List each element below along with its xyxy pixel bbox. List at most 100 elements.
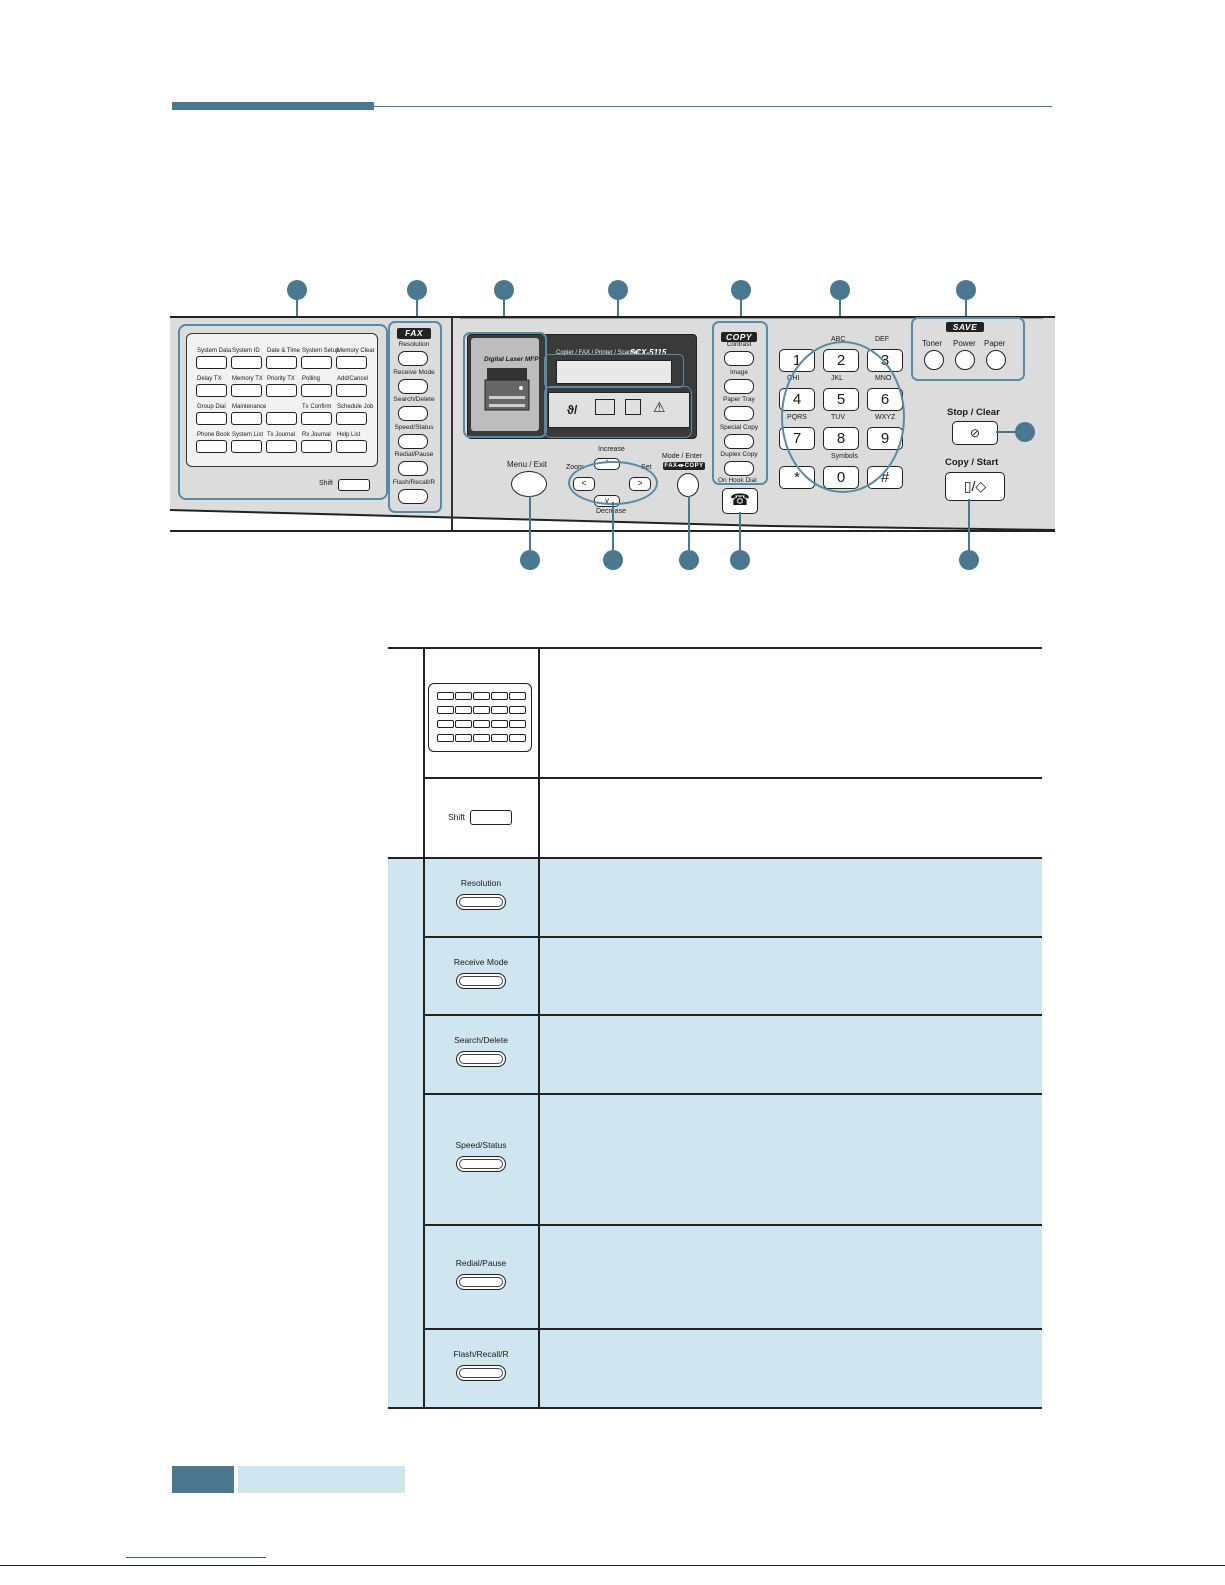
one-touch-label: Delay TX	[197, 376, 222, 382]
one-touch-button[interactable]	[196, 384, 227, 397]
callout-one-touch	[287, 280, 307, 300]
one-touch-button[interactable]	[336, 356, 367, 369]
mini-key	[455, 734, 472, 742]
lcd-screen-frame	[544, 354, 684, 388]
callout-mode-enter	[679, 550, 699, 570]
one-touch-button[interactable]	[266, 440, 297, 453]
fax-2-button[interactable]	[398, 406, 428, 421]
on-hook-dial-button[interactable]: ☎	[722, 488, 758, 514]
stop-clear-label: Stop / Clear	[947, 407, 1000, 418]
callout-leader	[739, 512, 741, 550]
table-line	[423, 1224, 1042, 1226]
table-button-label: Speed/Status	[455, 1140, 507, 1150]
one-touch-button[interactable]	[231, 356, 262, 369]
table-button-label: Resolution	[460, 878, 502, 888]
save-2-button[interactable]	[986, 350, 1006, 370]
one-touch-label: System List	[232, 432, 264, 438]
mini-key	[455, 720, 472, 728]
save-badge: SAVE	[946, 322, 984, 332]
copy-start-button[interactable]: ▯/◇	[945, 472, 1005, 501]
copy-frame	[712, 321, 768, 485]
copy-1-button[interactable]	[724, 378, 754, 394]
mini-key	[491, 692, 508, 700]
copy-start-label: Copy / Start	[945, 457, 999, 468]
on-hook-label: On Hook Dial	[718, 477, 757, 484]
one-touch-button[interactable]	[266, 412, 297, 425]
stop-clear-button[interactable]: ⊘	[952, 421, 998, 445]
fax-0-button[interactable]	[398, 351, 428, 366]
table-fax-button	[456, 972, 506, 989]
status-icons-frame	[544, 386, 692, 438]
header-rule-thick	[172, 102, 374, 110]
copy-badge: COPY	[721, 332, 757, 342]
copy-2-button[interactable]	[724, 406, 754, 421]
fax-button-label: Redial/Pause	[394, 451, 434, 458]
copy-button-label: Contrast	[726, 341, 752, 348]
mini-key	[509, 734, 526, 742]
mini-key	[455, 706, 472, 714]
mini-key	[437, 706, 454, 714]
key-letters-label: ABC	[831, 336, 846, 343]
one-touch-button[interactable]	[301, 384, 332, 397]
one-touch-button[interactable]	[231, 384, 262, 397]
table-shift-button	[470, 810, 512, 825]
save-1-button[interactable]	[955, 350, 975, 370]
mode-enter-button[interactable]	[677, 473, 699, 497]
one-touch-button[interactable]	[301, 356, 332, 369]
one-touch-label: Phone Book	[197, 432, 230, 438]
mini-key	[509, 692, 526, 700]
decrease-label: Decrease	[596, 508, 626, 515]
fax-5-button[interactable]	[398, 488, 428, 504]
callout-on-hook	[730, 550, 750, 570]
zoom-label: Zoom	[566, 464, 584, 471]
menu-exit-button[interactable]	[511, 471, 547, 497]
one-touch-button[interactable]	[301, 440, 332, 453]
callout-fax	[407, 280, 427, 300]
copy-0-button[interactable]	[724, 351, 754, 366]
mini-key	[491, 720, 508, 728]
fax-3-button[interactable]	[398, 433, 428, 449]
callout-leader	[688, 496, 690, 550]
one-touch-button[interactable]	[336, 412, 367, 425]
one-touch-button[interactable]	[196, 440, 227, 453]
one-touch-button[interactable]	[336, 440, 367, 453]
one-touch-label: Priority TX	[267, 376, 295, 382]
fax-frame	[388, 321, 442, 513]
one-touch-label: Tx Journal	[267, 432, 296, 438]
callout-stop-clear	[1015, 422, 1035, 442]
one-touch-button[interactable]	[266, 356, 297, 369]
one-touch-button[interactable]	[196, 356, 227, 369]
keypad-frame	[781, 341, 905, 493]
one-touch-button[interactable]	[231, 440, 262, 453]
panel-inner-line	[460, 318, 1043, 321]
warning-icon: ⚠	[653, 399, 666, 415]
lcd-screen	[556, 360, 672, 384]
mini-key	[491, 734, 508, 742]
save-button-label: Paper	[984, 339, 1006, 348]
callout-leader	[965, 300, 967, 318]
one-touch-button[interactable]	[266, 384, 297, 397]
fax-4-button[interactable]	[398, 461, 428, 476]
callout-keypad	[830, 280, 850, 300]
one-touch-button[interactable]	[196, 412, 227, 425]
table-line	[388, 647, 1042, 649]
one-touch-button[interactable]	[231, 412, 262, 425]
save-0-button[interactable]	[924, 350, 944, 370]
table-line	[423, 1014, 1042, 1016]
one-touch-button[interactable]	[301, 412, 332, 425]
copy-4-button[interactable]	[724, 461, 754, 476]
one-touch-keys-thumbnail	[428, 683, 532, 752]
mini-key	[491, 706, 508, 714]
fax-1-button[interactable]	[398, 378, 428, 394]
one-touch-frame	[178, 324, 388, 500]
callout-leader	[296, 300, 298, 324]
table-fax-button	[456, 1273, 506, 1290]
table-button-label: Receive Mode	[453, 956, 509, 967]
mode-badge: FAX◂▸COPY	[663, 462, 705, 470]
footer-section-box	[238, 1466, 405, 1493]
one-touch-button[interactable]	[336, 384, 367, 397]
table-button-label: Flash/Recall/R	[453, 1349, 509, 1359]
fax-section-shading	[388, 858, 1042, 1408]
copy-3-button[interactable]	[724, 433, 754, 449]
shift-button[interactable]	[338, 479, 370, 491]
